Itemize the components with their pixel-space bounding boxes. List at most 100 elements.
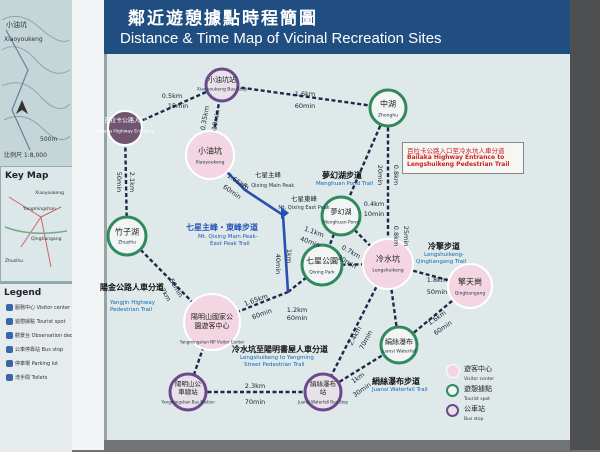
title-bar: 鄰近遊憩據點時程簡圖 Distance & Time Map of Vicina… (104, 0, 570, 54)
margin-strip (72, 0, 104, 450)
trail-yms-ped-zh: 陽金公路人車分道 (100, 283, 164, 292)
trail-lengqing-zh: 冷擎步道 (428, 242, 460, 251)
center-node (183, 293, 241, 351)
trail-lengqing-en2: Qingtiangang Trail (416, 259, 467, 265)
label-qixing-east-en: Mt. Qixing East Peak (278, 205, 330, 211)
node-label-zhuzihu: 竹子湖 (115, 227, 139, 237)
node-label-juansi-bus: 絹絲瀑布站 (310, 380, 336, 396)
center-node (185, 130, 235, 180)
spot-node (379, 325, 419, 365)
node-en-xiaoyoukeng: Xiaoyoukeng (195, 160, 225, 166)
edge-time: 25min (402, 225, 410, 247)
legend-panel: Legend 服務中心 Visitor center 遊憩據點 Tourist … (0, 282, 76, 452)
route-line (221, 83, 389, 110)
edge-dist: 0.8km (392, 225, 400, 247)
legend-item: 洗手間 Toilets (6, 374, 47, 381)
node-circles (106, 67, 493, 412)
legend-item: 觀景台 Observation deck (6, 332, 76, 339)
trail-juansi-zh: 絹絲瀑布步道 (372, 377, 420, 386)
edge-time: 40min (274, 253, 282, 275)
node-label-juansi: 絹絲瀑布 (385, 338, 413, 346)
node-en-zhuzihu: Zhuzihu (117, 240, 137, 246)
bus-stop-icon (6, 346, 13, 353)
edge-dist: 2.1km (128, 171, 136, 193)
edge-time: 20min (376, 164, 384, 186)
route-line (124, 83, 223, 130)
trail-menghuan-en: Menghuan Pond Trail (316, 181, 374, 187)
legend-title: Legend (4, 288, 42, 298)
trail-qixing-en1: Mt. Qixing Main Peak- (198, 234, 258, 240)
edge-dist: 0.8km (392, 164, 400, 186)
edge-dist: 0.4km (363, 200, 385, 208)
map-title-zh: 鄰近遊憩據點時程簡圖 (128, 9, 318, 29)
scale-text: 比例尺 1:8,000 (4, 152, 47, 159)
parking-icon (6, 360, 13, 367)
node-en-bailaka: Bailaka Highway Entrance (95, 129, 155, 135)
edge-dist: 1.6km (294, 90, 316, 98)
bus-stop-swatch (446, 404, 459, 417)
node-label-xiaoyou-bus: 小油坑站 (208, 76, 236, 84)
legend-item: 公車停靠站 Bus stop (6, 346, 63, 353)
tourist-spot-icon (6, 318, 13, 325)
edge-dist: 1.2km (286, 306, 308, 314)
node-label-xiaoyoukeng: 小油坑 (198, 146, 222, 156)
node-en-yms-bus: Yangmingshan Bus Station (161, 399, 215, 405)
route-line (321, 263, 390, 393)
node-en-juansi: Juansi Waterfall (381, 349, 417, 355)
topo-label-en: Xiaoyoukeng (4, 36, 43, 43)
legend-item: 停車場 Parking lot (6, 360, 58, 367)
trail-yms-ped-en1: Yangjin Highway (110, 300, 156, 306)
visitor-center-swatch (446, 364, 460, 378)
key-map: Key Map Yangmingshan Qingtiangang Zhuzih… (0, 166, 74, 282)
sign-zh: 百拉卡公路入口至冷水坑人車分道 (407, 147, 505, 155)
edge-dist: 1km (285, 248, 293, 264)
edge-time: 50min (115, 171, 123, 193)
bus-node (107, 110, 143, 146)
pedestrian-sign: 百拉卡公路入口至冷水坑人車分道 Bailaka Highway Entrance… (402, 142, 524, 174)
edge-dist: 2.3km (244, 382, 266, 390)
sign-en: Bailaka Highway Entrance to Lengshuikeng… (407, 154, 510, 168)
keymap-label: Qingtiangang (31, 237, 62, 242)
observation-deck-icon (6, 332, 13, 339)
center-node (447, 263, 493, 309)
edge-time: 15min (167, 102, 189, 110)
topo-label-zh: 小油坑 (6, 21, 27, 29)
node-label-yms-center: 陽明山國家公園遊客中心 (191, 313, 233, 330)
keymap-label: Zhuzihu (5, 259, 24, 264)
label-qixing-main-en: Mt. Qixing Main Peak (241, 183, 295, 189)
label-qixing-main: 七星主峰 (255, 171, 281, 179)
keymap-label: Xiaoyoukeng (35, 191, 65, 196)
sign-frame-edge (570, 0, 600, 450)
bus-node (168, 372, 208, 412)
trail-juansi-en: Juansi Waterfall Trail (372, 387, 428, 393)
topo-contours (1, 15, 71, 151)
route-line (123, 127, 129, 237)
node-en-qingtiangang: Qingtiangang (454, 291, 486, 297)
trail-arrow-icon (281, 207, 289, 219)
node-label-menghuan: 夢幻湖 (330, 208, 352, 216)
node-label-yms-bus: 陽明山公車總站 (175, 380, 201, 396)
legend-item: 遊憩據點 Tourist spot (6, 318, 65, 325)
spot-node (320, 195, 362, 237)
spot-node (368, 88, 408, 128)
node-en-menghuan: Menghuan Pond (322, 220, 360, 226)
center-node (362, 238, 414, 290)
edge-dist: 0.5km (161, 92, 183, 100)
label-qixing-east: 七星東峰 (291, 195, 317, 203)
edge-time: 60min (294, 102, 316, 110)
node-en-zhonghu: Zhonghu (377, 113, 399, 119)
spot-node (300, 243, 344, 287)
node-en-lengshuikeng: Lengshuikeng (372, 268, 404, 274)
node-en-qixing-park: Qixing Park (309, 270, 335, 276)
edge-time: 60min (286, 314, 308, 322)
node-en-xiaoyou-bus: Xiaoyoukeng Bus Stop (196, 87, 248, 93)
map-title-en: Distance & Time Map of Vicinal Recreatio… (120, 30, 442, 47)
node-label-qixing-park: 七星公園 (306, 256, 338, 266)
key-map-title: Key Map (5, 171, 49, 181)
node-label-qingtiangang: 擎天崗 (458, 277, 482, 287)
topographic-map: 比例尺 1:8,000 500m 小油坑 Xiaoyoukeng (0, 0, 72, 166)
